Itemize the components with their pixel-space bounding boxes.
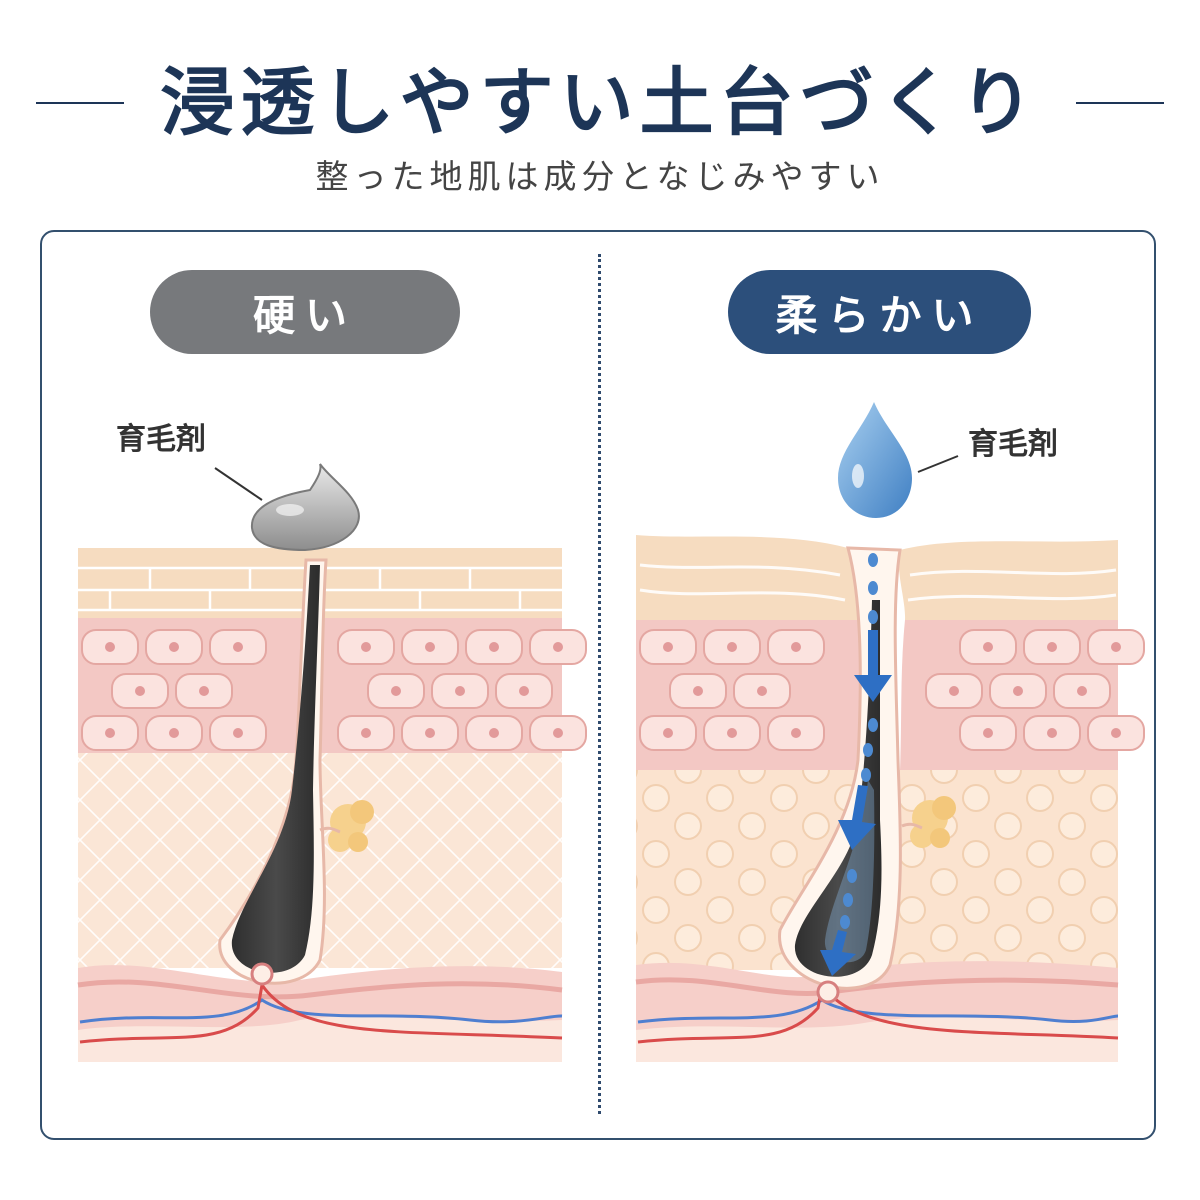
cell-nucleus: [169, 642, 179, 652]
right-vein: [637, 998, 1119, 1024]
cell-nucleus: [105, 642, 115, 652]
soft-scalp-pill: 柔らかい: [728, 270, 1031, 354]
left-sebaceous-gland: [319, 800, 374, 852]
cell-nucleus: [727, 642, 737, 652]
cell-nucleus: [489, 728, 499, 738]
left-cell-grid: [81, 629, 587, 751]
right-deep-layer: [636, 1017, 1118, 1062]
right-label-pointer: [917, 455, 959, 473]
cell-nucleus: [519, 686, 529, 696]
comparison-frame: [40, 230, 1156, 1140]
header: 浸透しやすい土台づくり 整った地肌は成分となじみやすい: [0, 0, 1200, 230]
cell-nucleus: [1047, 728, 1057, 738]
cell-nucleus: [663, 642, 673, 652]
cell-nucleus: [663, 728, 673, 738]
right-sebaceous-gland: [901, 796, 956, 848]
title-rule-right: [1075, 102, 1164, 104]
cell-nucleus: [489, 642, 499, 652]
cell-nucleus: [105, 728, 115, 738]
cell-nucleus: [455, 686, 465, 696]
right-agent-label: 育毛剤: [968, 427, 1058, 462]
cell-nucleus: [983, 642, 993, 652]
cell-nucleus: [1111, 728, 1121, 738]
cell-nucleus: [361, 728, 371, 738]
cell-nucleus: [361, 642, 371, 652]
cell-nucleus: [1013, 686, 1023, 696]
cell-nucleus: [199, 686, 209, 696]
hard-scalp-pill: 硬い: [150, 270, 460, 354]
cell-nucleus: [983, 728, 993, 738]
cell-nucleus: [791, 642, 801, 652]
down-arrow-icon: [820, 630, 892, 976]
cell-nucleus: [391, 686, 401, 696]
cell-nucleus: [553, 728, 563, 738]
cell-nucleus: [791, 728, 801, 738]
cell-nucleus: [135, 686, 145, 696]
left-basement-wave: [77, 979, 563, 1000]
page-title: 浸透しやすい土台づくり: [160, 60, 1040, 146]
cell-nucleus: [233, 642, 243, 652]
right-stratum-lines: [639, 563, 1117, 602]
cell-nucleus: [1047, 642, 1057, 652]
cell-nucleus: [169, 728, 179, 738]
right-stratum-left: [636, 535, 862, 620]
right-hair-shaft: [794, 600, 882, 977]
title-row: 浸透しやすい土台づくり: [0, 48, 1200, 158]
left-hair-shaft: [231, 565, 320, 973]
cell-nucleus: [1077, 686, 1087, 696]
title-rule-left: [36, 102, 125, 104]
right-skin-diagram: [635, 402, 1145, 1062]
right-droplets: [840, 553, 878, 929]
cell-nucleus: [233, 728, 243, 738]
cell-nucleus: [757, 686, 767, 696]
cell-nucleus: [425, 642, 435, 652]
right-dermal-papilla: [816, 980, 840, 1004]
page-subtitle: 整った地肌は成分となじみやすい: [315, 157, 885, 196]
cell-nucleus: [553, 642, 563, 652]
panel-divider: [598, 254, 601, 1114]
cell-nucleus: [1111, 642, 1121, 652]
cell-nucleus: [693, 686, 703, 696]
left-deep-layer: [78, 1016, 562, 1062]
left-label-pointer: [214, 467, 263, 501]
left-dermal-papilla: [250, 962, 274, 986]
gel-highlight: [276, 504, 304, 516]
left-skin-diagram: [77, 463, 587, 1062]
left-artery: [79, 981, 563, 1044]
cell-nucleus: [425, 728, 435, 738]
left-agent-label: 育毛剤: [116, 422, 206, 457]
right-cell-grid: [639, 629, 1145, 751]
gray-gel-blob-icon: [250, 463, 360, 552]
cell-nucleus: [727, 728, 737, 738]
drop-highlight: [852, 464, 864, 488]
water-drop-icon: [838, 402, 912, 518]
cell-nucleus: [949, 686, 959, 696]
left-vein: [79, 998, 563, 1024]
right-stratum-right: [898, 540, 1118, 620]
